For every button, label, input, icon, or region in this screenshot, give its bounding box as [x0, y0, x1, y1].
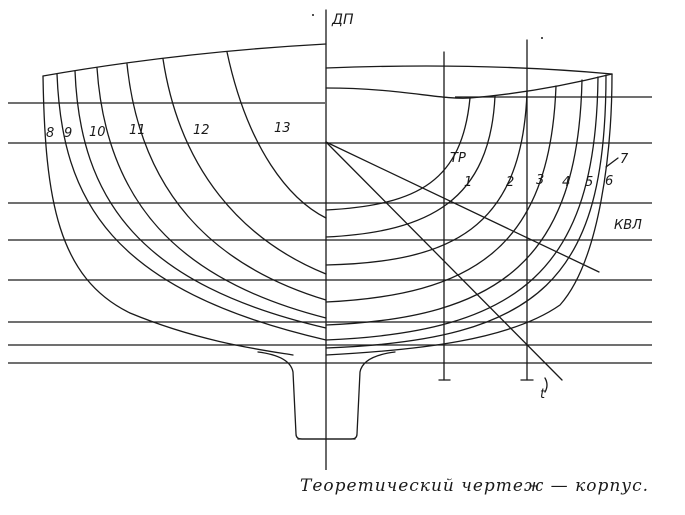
- station-5-curve: [325, 76, 599, 341]
- body-plan-drawing: ДП КВЛ ТР t 8 9 10 11 12 13 1 2 3 4 5 6 …: [8, 9, 652, 470]
- station-1-curve: [325, 95, 496, 238]
- station-13-curve: [226, 51, 327, 219]
- label-station-5: 5: [585, 175, 593, 190]
- station-7-tick: [605, 157, 619, 168]
- deck-line-aft: [42, 43, 327, 77]
- stray-mark-1: [312, 14, 314, 16]
- station-10-curve: [96, 67, 327, 319]
- station-6-curve: [325, 74, 607, 349]
- stray-mark-2: [541, 37, 543, 39]
- hull-outline-aft: [42, 75, 294, 356]
- station-2-curve: [325, 91, 528, 266]
- station-4-curve: [325, 79, 583, 326]
- label-tr: ТР: [450, 151, 466, 166]
- deck-line-fore: [325, 65, 613, 75]
- station-12-curve: [162, 58, 327, 275]
- label-station-10: 10: [89, 125, 106, 140]
- figure-caption: Теоретический чертеж — корпус.: [300, 476, 650, 496]
- fore-stations: [325, 74, 607, 349]
- label-station-13: 13: [274, 121, 291, 136]
- label-station-11: 11: [129, 123, 146, 138]
- label-station-12: 12: [193, 123, 210, 138]
- label-station-8: 8: [46, 126, 54, 141]
- tail-mark: [544, 377, 548, 393]
- label-station-4: 4: [562, 175, 570, 190]
- label-kvl: КВЛ: [614, 218, 642, 233]
- label-station-7: 7: [620, 152, 629, 167]
- station-tr-curve: [325, 97, 471, 211]
- diagonal-2: [325, 141, 563, 381]
- sheer-line-fore: [325, 73, 613, 99]
- label-station-1: 1: [464, 175, 472, 190]
- label-station-6: 6: [605, 174, 613, 189]
- label-station-2: 2: [506, 175, 514, 190]
- label-station-3: 3: [536, 173, 544, 188]
- station-3-curve: [325, 85, 557, 303]
- diagonal-1: [325, 141, 600, 273]
- aft-stations: [56, 51, 327, 341]
- station-11-curve: [126, 63, 327, 301]
- label-station-9: 9: [64, 126, 72, 141]
- hull-outline-fore: [325, 73, 613, 356]
- label-dp: ДП: [331, 12, 354, 28]
- station-8-curve: [56, 73, 327, 341]
- station-9-curve: [74, 70, 327, 329]
- label-tail: t: [540, 387, 546, 402]
